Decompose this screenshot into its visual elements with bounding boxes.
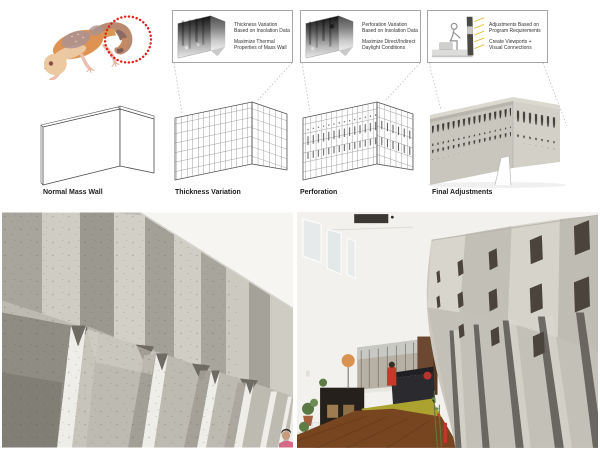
seated-person-figure xyxy=(449,22,461,50)
diagram-thickness-variation xyxy=(174,101,288,181)
ceiling-fan xyxy=(390,215,394,219)
step-label-perforation: Perforation xyxy=(300,189,338,196)
callout-thickness: Thickness Variation Based on Insolation … xyxy=(172,10,293,63)
step-label-thickness-variation: Thickness Variation xyxy=(175,189,241,196)
diagram-perforation xyxy=(302,101,414,181)
tail-highlight-dotted-circle xyxy=(103,15,153,64)
sofa xyxy=(391,366,436,409)
callout-subtitle: Maximize Direct/Indirect Daylight Condit… xyxy=(362,39,416,51)
interior-art xyxy=(297,212,598,448)
photo-exterior-wall-closeup xyxy=(2,212,293,448)
photo-interior-living-room xyxy=(297,212,598,448)
loft-opening xyxy=(354,214,389,224)
step-label-final-adjustments: Final Adjustments xyxy=(432,189,493,196)
callout-subtitle: Create Viewports + Visual Connections xyxy=(489,39,532,51)
mass-wall-section xyxy=(466,16,474,55)
gecko-illustration xyxy=(43,15,153,80)
wall-viewports xyxy=(436,220,590,358)
section-diagram-image xyxy=(431,16,485,57)
callout-subtitle: Maximize Thermal Properties of Mass Wall xyxy=(234,39,287,51)
callout-title: Perforation Variation Based on Insolatio… xyxy=(362,22,418,34)
light-switch xyxy=(306,370,310,377)
sun-rays xyxy=(474,16,485,49)
callout-perforation: Perforation Variation Based on Insolatio… xyxy=(300,10,421,63)
insolation-map-image xyxy=(177,15,226,58)
gecko-head xyxy=(43,53,67,76)
diagram-final-adjustments xyxy=(427,97,567,188)
gecko-photo xyxy=(30,5,155,80)
callout-title: Thickness Variation Based on Insolation … xyxy=(234,22,290,34)
wood-floor xyxy=(297,408,460,448)
insolation-map-image xyxy=(305,15,354,58)
foreground-plant xyxy=(431,390,447,448)
exterior-wall-art xyxy=(2,212,293,448)
diagram-normal-mass-wall xyxy=(40,105,155,186)
sculpted-concrete-wall xyxy=(426,214,598,448)
callout-title: Adjustments Based on Program Requirement… xyxy=(489,22,541,34)
globe-lamp xyxy=(341,354,355,389)
callout-adjustments: Adjustments Based on Program Requirement… xyxy=(427,10,548,63)
person-figure xyxy=(279,428,293,448)
person-in-red xyxy=(387,361,397,386)
gecko-toes xyxy=(48,62,120,80)
clerestory-windows xyxy=(302,218,356,280)
step-label-normal-mass-wall: Normal Mass Wall xyxy=(43,189,103,196)
